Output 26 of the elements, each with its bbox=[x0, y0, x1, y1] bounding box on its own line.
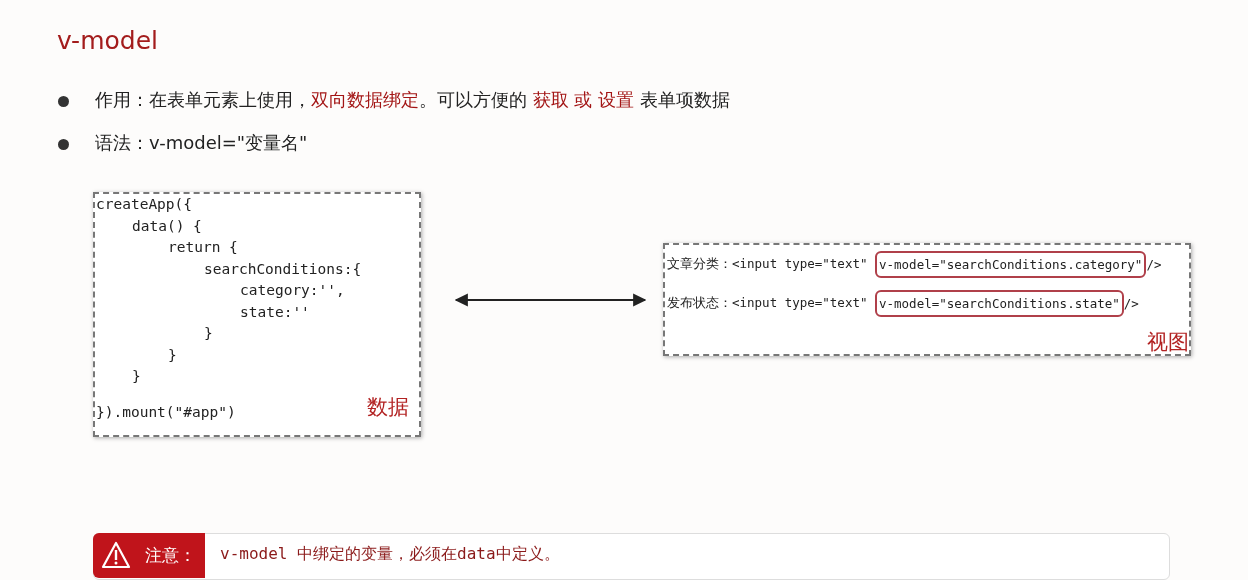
code-line: }).mount("#app") bbox=[95, 402, 236, 422]
panel-caption: 数据 bbox=[367, 394, 409, 421]
code-text: 发布状态：<input type="text" bbox=[667, 295, 869, 312]
code-line: data() { bbox=[131, 216, 202, 236]
code-line: } bbox=[203, 324, 213, 343]
code-line: return { bbox=[167, 238, 238, 257]
code-text: /> bbox=[1146, 257, 1162, 272]
code-line: category:'', bbox=[239, 281, 345, 300]
code-text: 文章分类：<input type="text" bbox=[667, 256, 869, 273]
code-line: } bbox=[167, 345, 177, 365]
note-label: 注意： bbox=[145, 544, 196, 567]
note-text: v-model 中绑定的变量，必须在data中定义。 bbox=[220, 544, 560, 565]
code-line: state:'' bbox=[239, 302, 310, 322]
bullet-text: 语法：v-model="变量名" bbox=[95, 131, 308, 155]
code-line: createApp({ bbox=[95, 195, 193, 214]
code-panel bbox=[663, 243, 1191, 356]
code-text: /> bbox=[1123, 296, 1139, 311]
double-arrow bbox=[454, 293, 647, 307]
code-panel bbox=[93, 192, 421, 437]
code-line: searchConditions:{ bbox=[203, 259, 362, 279]
highlight-box: v-model="searchConditions.state" bbox=[875, 290, 1124, 317]
code-line: } bbox=[131, 367, 141, 386]
highlight-box: v-model="searchConditions.category" bbox=[875, 251, 1147, 278]
panel-caption: 视图 bbox=[1147, 329, 1189, 356]
slide-title: v-model bbox=[57, 26, 158, 55]
bullet-text: 作用：在表单元素上使用，双向数据绑定。可以方便的 获取 或 设置 表单项数据 bbox=[95, 88, 730, 112]
